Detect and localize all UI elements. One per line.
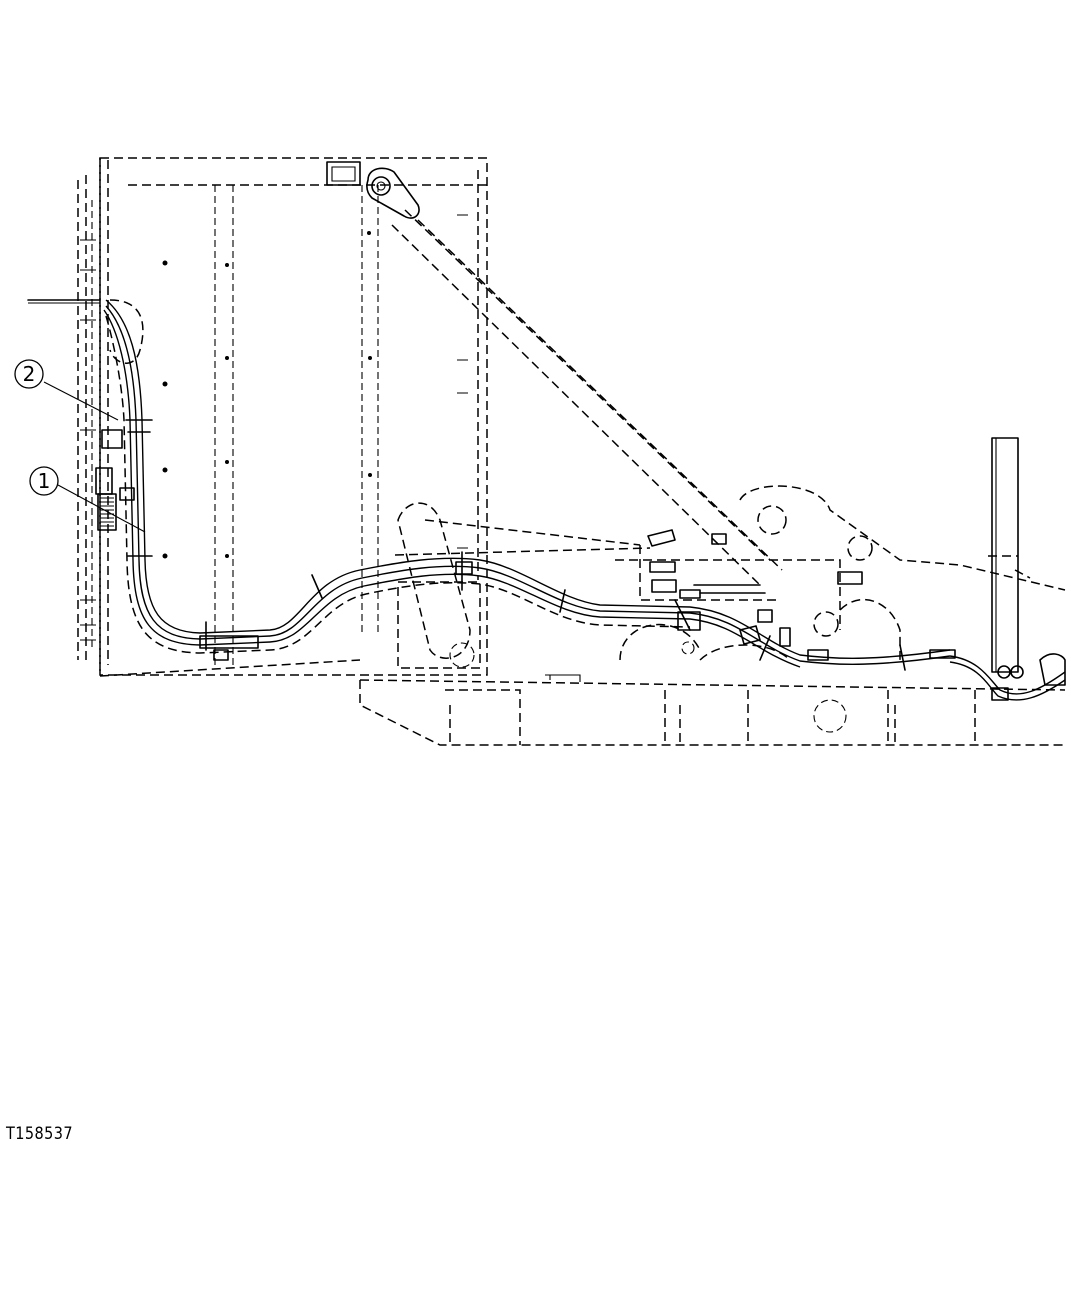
callout-2-label: 2 xyxy=(23,362,36,386)
lower-frame xyxy=(359,485,1066,746)
upper-strut xyxy=(326,161,783,586)
left-post xyxy=(27,180,144,660)
right-upright xyxy=(949,437,1066,701)
callout-1-label: 1 xyxy=(38,469,51,493)
hose-route xyxy=(103,299,951,671)
callout-1: 1 xyxy=(29,466,146,533)
valve-block xyxy=(95,429,135,531)
figure-id: T158537 xyxy=(6,1124,73,1144)
cab-frame-outline xyxy=(85,157,488,677)
callout-2: 2 xyxy=(14,359,119,421)
fittings xyxy=(647,529,956,661)
